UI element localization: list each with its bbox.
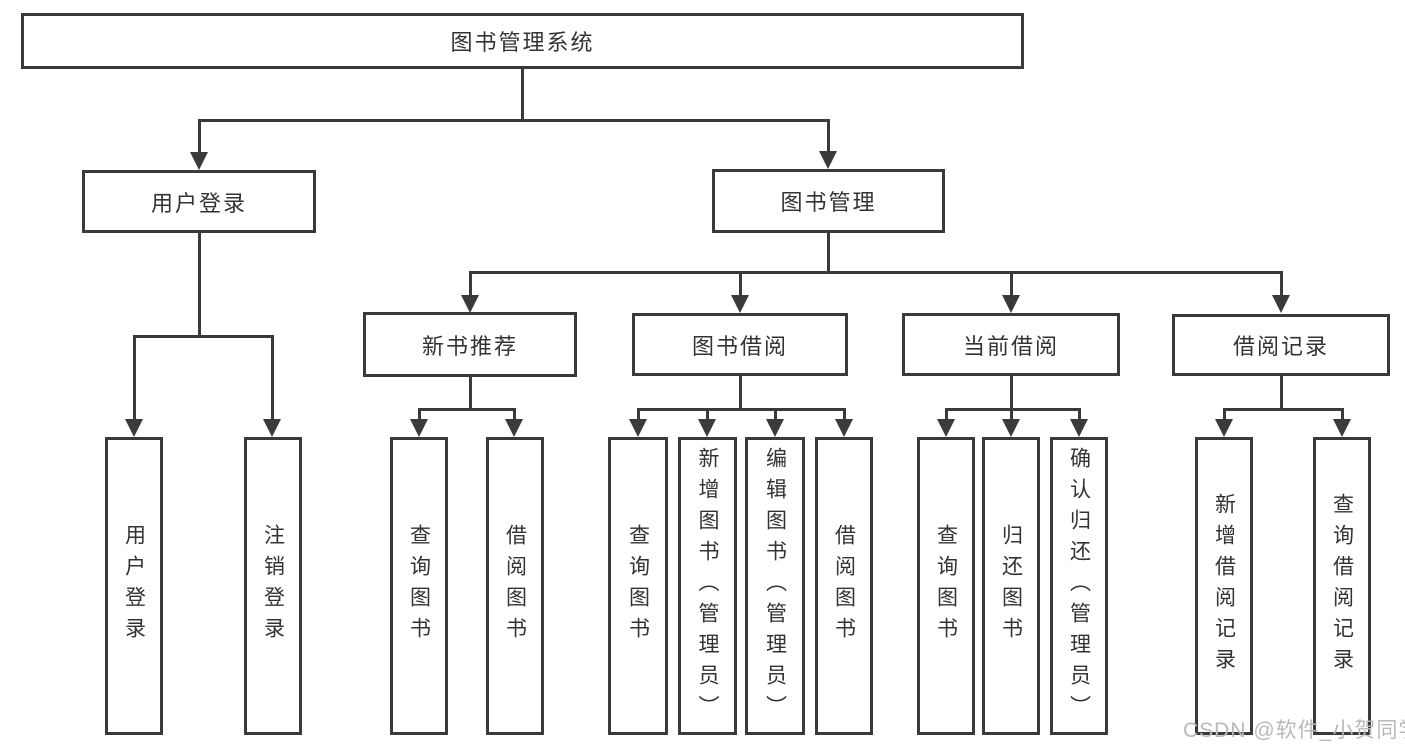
connector-borrowing-stem <box>739 376 742 408</box>
connector-drop-return-books <box>1010 408 1013 419</box>
node-confirm-return-admin: 确认归还（管理员） <box>1050 437 1108 735</box>
node-book-management: 图书管理 <box>712 169 945 233</box>
node-new-book-recommend: 新书推荐 <box>363 312 577 377</box>
connector-root-stem <box>521 68 524 119</box>
connector-drop-query2 <box>637 408 640 419</box>
arrowhead-confirm-return-icon <box>1070 419 1088 437</box>
connector-drop-borrowing-records <box>1280 271 1283 295</box>
arrowhead-edit-books-icon <box>766 419 784 437</box>
arrowhead-add-books-icon <box>698 419 716 437</box>
node-query-borrow-record: 查询借阅记录 <box>1313 437 1371 735</box>
node-book-borrowing: 图书借阅 <box>632 313 848 376</box>
arrowhead-logout-icon <box>263 419 281 437</box>
node-query-books-recommend: 查询图书 <box>390 437 448 735</box>
arrowhead-book-management-icon <box>819 151 837 169</box>
node-edit-books-admin: 编辑图书（管理员） <box>745 437 805 735</box>
arrowhead-query3-icon <box>937 419 955 437</box>
node-borrowing-records: 借阅记录 <box>1172 314 1390 376</box>
connector-drop-edit-books <box>774 408 777 419</box>
node-query-books-borrowing: 查询图书 <box>608 437 668 735</box>
arrowhead-user-login-icon <box>190 152 208 170</box>
connector-drop-new-book <box>469 271 472 295</box>
csdn-watermark: CSDN @软件_小贺同学 <box>1183 719 1405 742</box>
arrowhead-return-books-icon <box>1002 419 1020 437</box>
node-user-login: 用户登录 <box>82 170 316 233</box>
connector-drop-borrow2 <box>843 408 846 419</box>
connector-drop-user-login <box>198 119 201 152</box>
connector-bookmgmt-bar <box>469 271 1283 274</box>
node-add-borrow-record: 新增借阅记录 <box>1195 437 1253 735</box>
arrowhead-query2-icon <box>629 419 647 437</box>
node-borrow-books-recommend: 借阅图书 <box>486 437 544 735</box>
connector-drop-add-books <box>706 408 709 419</box>
connector-userlogin-bar <box>133 335 274 338</box>
connector-newbook-bar <box>418 408 516 411</box>
connector-current-stem <box>1010 376 1013 408</box>
connector-drop-logout <box>271 335 274 419</box>
connector-root-bar <box>198 119 830 122</box>
arrowhead-login-leaf-icon <box>125 419 143 437</box>
arrowhead-borrowing-records-icon <box>1272 295 1290 313</box>
connector-userlogin-stem <box>198 233 201 335</box>
connector-borrowing-bar <box>637 408 845 411</box>
connector-newbook-stem <box>469 377 472 408</box>
arrowhead-query1-icon <box>410 419 428 437</box>
arrowhead-new-book-icon <box>461 295 479 313</box>
connector-drop-add-record <box>1223 408 1226 419</box>
node-borrow-books-leaf: 借阅图书 <box>815 437 873 735</box>
connector-records-stem <box>1280 376 1283 408</box>
connector-drop-book-borrowing <box>739 271 742 295</box>
node-logout: 注销登录 <box>244 437 302 735</box>
node-user-login-leaf: 用户登录 <box>105 437 163 735</box>
arrowhead-borrow2-icon <box>835 419 853 437</box>
node-add-books-admin: 新增图书（管理员） <box>678 437 737 735</box>
connector-records-bar <box>1223 408 1344 411</box>
arrowhead-borrow1-icon <box>505 419 523 437</box>
arrowhead-add-record-icon <box>1215 419 1233 437</box>
connector-drop-borrow1 <box>513 408 516 419</box>
connector-drop-book-management <box>827 119 830 151</box>
arrowhead-query-record-icon <box>1333 419 1351 437</box>
connector-drop-login-leaf <box>133 335 136 419</box>
connector-drop-confirm-return <box>1078 408 1081 419</box>
connector-bookmgmt-stem <box>827 233 830 271</box>
connector-drop-current-borrowing <box>1010 271 1013 295</box>
connector-drop-query-record <box>1341 408 1344 419</box>
node-query-books-current: 查询图书 <box>917 437 975 735</box>
connector-drop-query3 <box>945 408 948 419</box>
arrowhead-current-borrowing-icon <box>1002 295 1020 313</box>
arrowhead-book-borrowing-icon <box>731 295 749 313</box>
node-library-management-system: 图书管理系统 <box>21 13 1024 69</box>
connector-drop-query1 <box>418 408 421 419</box>
node-current-borrowing: 当前借阅 <box>902 313 1120 376</box>
node-return-books: 归还图书 <box>982 437 1040 735</box>
